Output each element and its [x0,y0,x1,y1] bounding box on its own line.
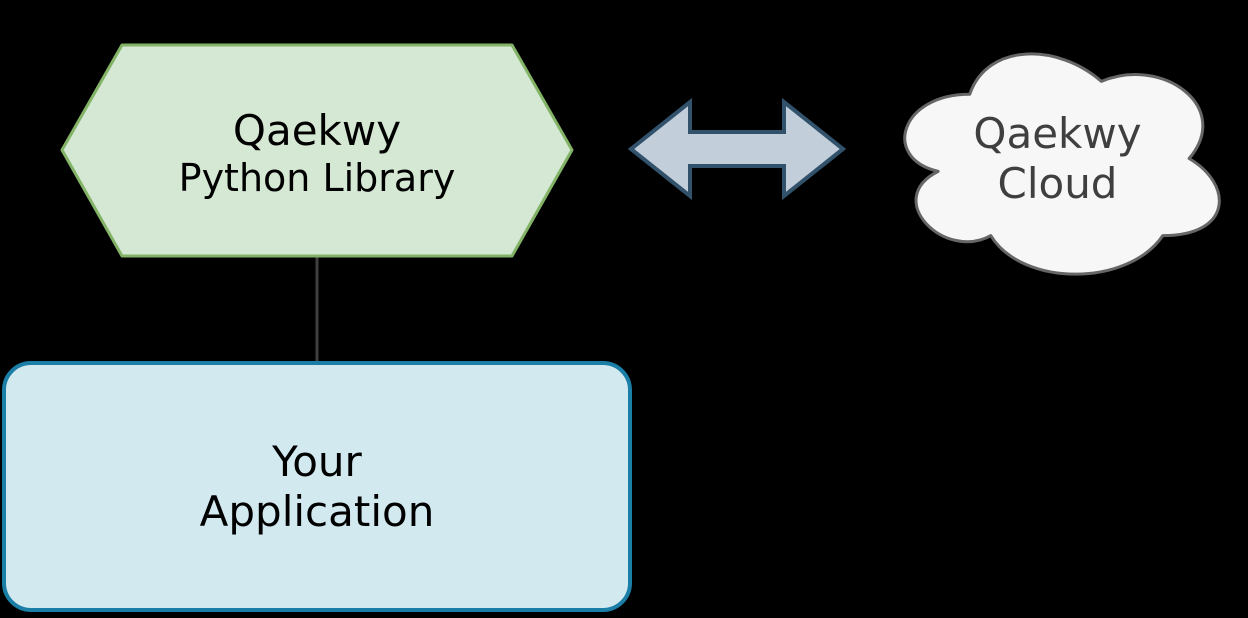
bidirectional-arrow-icon [627,97,847,201]
your-application-box [2,361,632,612]
python-library-hexagon [60,43,574,258]
cloud-shape [903,52,1221,276]
